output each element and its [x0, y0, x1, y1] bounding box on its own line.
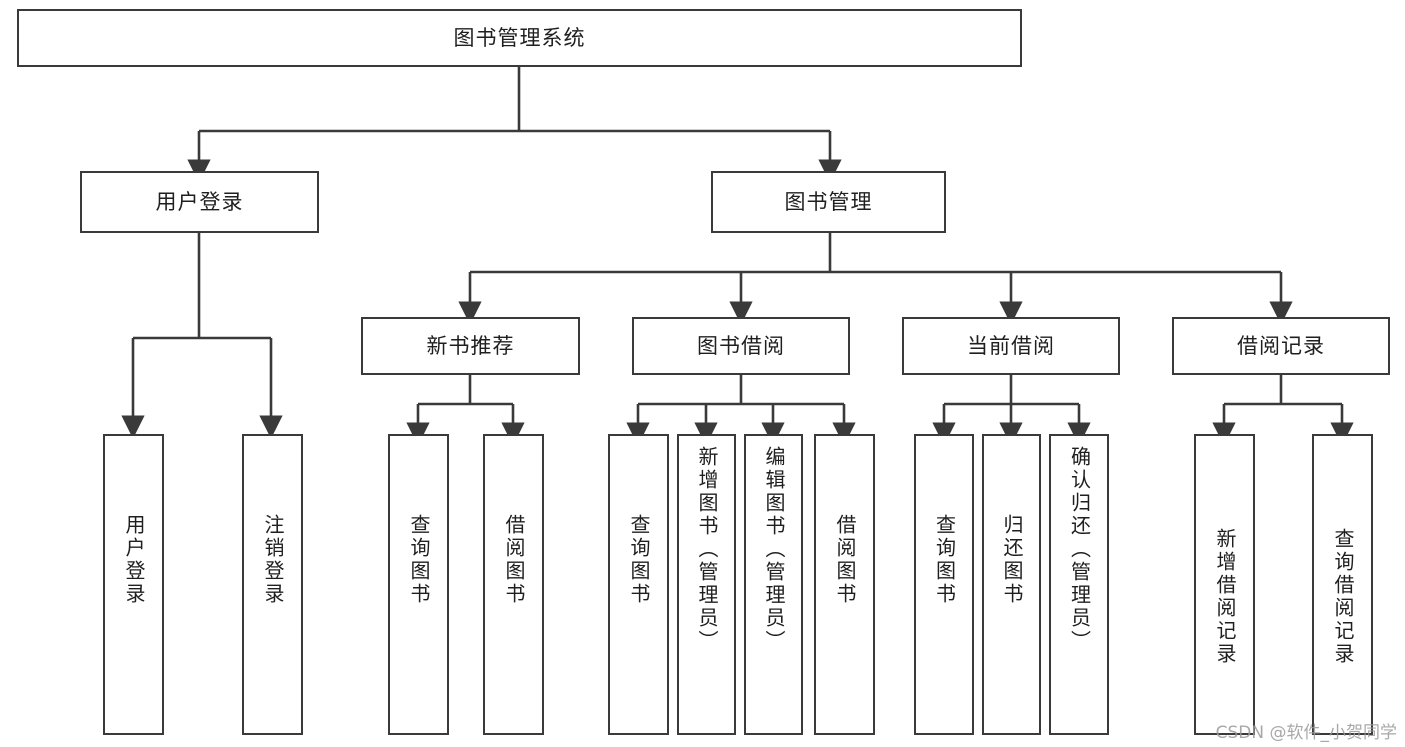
leaf-query-book-recommend[interactable]: 查询图书: [388, 434, 449, 735]
node-label: 新书推荐: [426, 333, 515, 358]
leaf-query-book-borrow[interactable]: 查询图书: [608, 434, 669, 735]
node-label: 借阅图书: [502, 514, 526, 606]
node-label: 查询图书: [627, 514, 651, 606]
csdn-watermark: CSDN @软件_小贺同学: [1215, 723, 1397, 743]
node-label: 借阅图书: [833, 514, 857, 606]
leaf-add-borrow-record[interactable]: 新增借阅记录: [1194, 434, 1255, 735]
node-label: 图书借阅: [697, 333, 785, 358]
node-current-borrow[interactable]: 当前借阅: [902, 317, 1120, 375]
node-label: 查询借阅记录: [1331, 528, 1355, 666]
node-label: 注销登录: [261, 514, 285, 606]
node-label: 查询图书: [407, 514, 431, 606]
node-label: 当前借阅: [967, 333, 1055, 358]
node-label: 新增借阅记录: [1213, 528, 1237, 666]
leaf-confirm-return-admin[interactable]: 确认归还（管理员）: [1049, 434, 1109, 735]
node-label: 归还图书: [1000, 514, 1024, 606]
leaf-user-login[interactable]: 用户登录: [103, 434, 164, 735]
leaf-return-book[interactable]: 归还图书: [982, 434, 1041, 735]
node-label: 借阅记录: [1237, 333, 1325, 358]
node-label: 确认归还（管理员）: [1067, 446, 1092, 653]
leaf-edit-book-admin[interactable]: 编辑图书（管理员）: [744, 434, 803, 735]
node-user-login[interactable]: 用户登录: [80, 171, 319, 233]
node-root-library-system[interactable]: 图书管理系统: [17, 9, 1022, 67]
leaf-borrow-book-recommend[interactable]: 借阅图书: [483, 434, 544, 735]
node-book-borrow[interactable]: 图书借阅: [632, 317, 850, 375]
leaf-borrow-book[interactable]: 借阅图书: [814, 434, 875, 735]
leaf-add-book-admin[interactable]: 新增图书（管理员）: [677, 434, 736, 735]
node-label: 用户登录: [155, 189, 244, 214]
node-label: 用户登录: [122, 514, 146, 606]
leaf-logout-login[interactable]: 注销登录: [242, 434, 303, 735]
node-label: 图书管理系统: [453, 25, 586, 50]
node-new-book-recommend[interactable]: 新书推荐: [361, 317, 580, 375]
node-borrow-record[interactable]: 借阅记录: [1172, 317, 1390, 375]
node-label: 查询图书: [932, 514, 957, 606]
node-label: 新增图书（管理员）: [695, 446, 719, 653]
node-label: 编辑图书（管理员）: [762, 446, 786, 653]
node-book-management[interactable]: 图书管理: [711, 171, 946, 233]
node-label: 图书管理: [784, 189, 873, 214]
leaf-query-borrow-record[interactable]: 查询借阅记录: [1312, 434, 1373, 735]
leaf-query-book-current[interactable]: 查询图书: [914, 434, 974, 735]
